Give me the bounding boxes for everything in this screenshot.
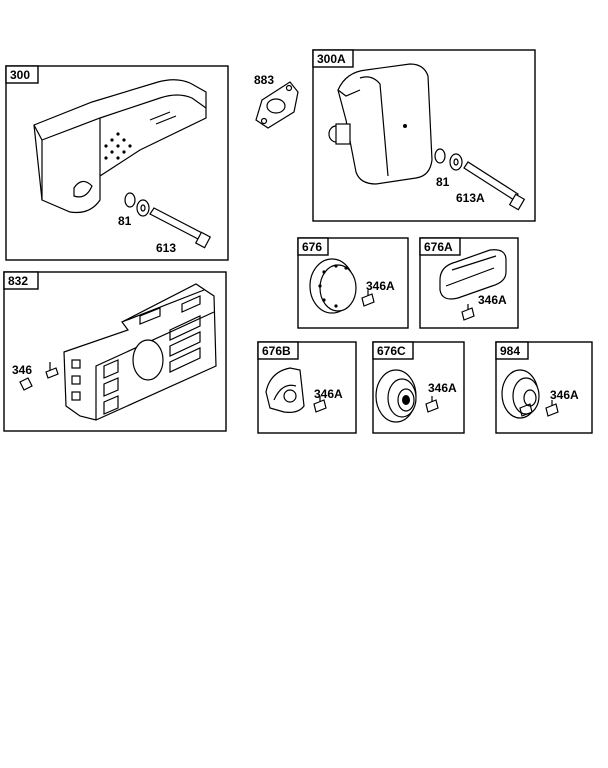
panel-300a: 300A 81 613A xyxy=(312,49,536,222)
screw-346a-676c xyxy=(425,396,439,413)
label-81-b: 81 xyxy=(436,175,450,189)
screw-346a-984 xyxy=(545,400,559,417)
label-346a-984: 346A xyxy=(550,388,579,402)
panel-984: 984 346A xyxy=(495,341,593,434)
spark-arrester-984 xyxy=(501,369,540,419)
panel-984-tag: 984 xyxy=(500,344,520,358)
spark-arrester-676 xyxy=(309,258,357,314)
label-346a-676a: 346A xyxy=(478,293,507,307)
panel-676c-tag: 676C xyxy=(377,344,406,358)
label-346a-676: 346A xyxy=(366,279,395,293)
bolt-613 xyxy=(149,207,212,249)
screw-346a-676a xyxy=(461,304,475,321)
deflector-676a xyxy=(439,249,507,300)
screw-346a-676b xyxy=(313,396,327,413)
screw-346 xyxy=(19,362,59,391)
panel-832-tag: 832 xyxy=(8,274,28,288)
gasket-883: 883 xyxy=(254,73,299,129)
panel-300-tag: 300 xyxy=(10,68,30,82)
label-613: 613 xyxy=(156,241,176,255)
panel-676b-tag: 676B xyxy=(262,344,291,358)
heat-shield-832 xyxy=(63,283,217,421)
panel-676b: 676B 346A xyxy=(257,341,357,434)
bolt-613a xyxy=(463,161,526,211)
label-346: 346 xyxy=(12,363,32,377)
screw-346a-676 xyxy=(361,290,375,307)
deflector-676b xyxy=(265,367,305,413)
panel-300: 300 81 613 xyxy=(5,65,229,261)
panel-832: 832 346 xyxy=(3,271,227,432)
muffler-300 xyxy=(33,79,207,214)
panel-676: 676 346A xyxy=(297,237,409,329)
label-81-a: 81 xyxy=(118,214,132,228)
label-346a-676c: 346A xyxy=(428,381,457,395)
label-346a-676b: 346A xyxy=(314,387,343,401)
panel-676a: 676A 346A xyxy=(419,237,519,329)
label-883: 883 xyxy=(254,73,274,87)
muffler-300a xyxy=(328,63,433,185)
panel-676c: 676C 346A xyxy=(372,341,465,434)
spark-arrester-676c xyxy=(375,369,417,423)
washer-81 xyxy=(124,192,150,217)
panel-676a-tag: 676A xyxy=(424,240,453,254)
label-613a: 613A xyxy=(456,191,485,205)
panel-300a-tag: 300A xyxy=(317,52,346,66)
panel-676-tag: 676 xyxy=(302,240,322,254)
washer-81-b xyxy=(434,148,463,171)
